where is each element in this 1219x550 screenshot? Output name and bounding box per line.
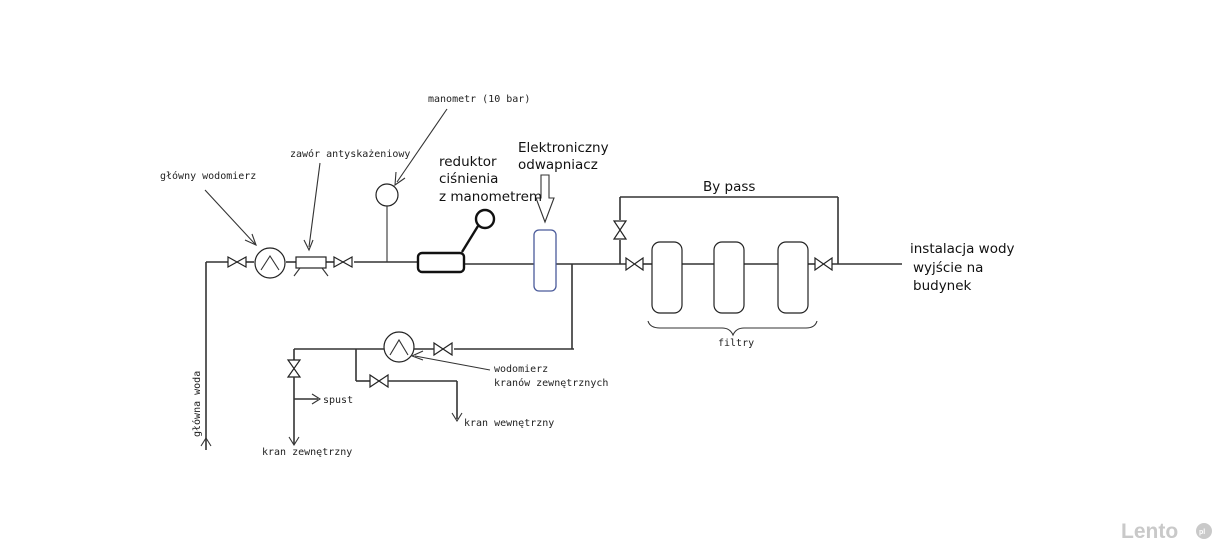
outdoor-tap-label: kran zewnętrzny [262, 447, 352, 458]
watermark-badge-icon [1196, 523, 1212, 539]
drain-label: spust [323, 395, 353, 406]
indoor-tap-arrow-icon [451, 412, 463, 423]
main-water-label: główna woda [191, 371, 203, 437]
indoor-tap-label: kran wewnętrzny [464, 418, 554, 429]
filter-inlet-valve-icon [625, 256, 644, 272]
anti-contamination-valve-icon [293, 255, 353, 277]
manometer-label: manometr (10 bar) [428, 94, 530, 105]
reducer-label-2: ciśnienia [439, 171, 498, 187]
branch-valve-icon [433, 341, 453, 357]
drain-arrow-icon [311, 393, 322, 405]
bypass-pipe [619, 196, 839, 264]
main-water-meter-icon [227, 247, 286, 279]
reducer-label-3: z manometrem [439, 189, 542, 205]
anti-contamination-label: zawór antyskażeniowy [290, 148, 410, 160]
water-softener-icon [533, 174, 557, 292]
outlet-label-2: wyjście na [913, 260, 983, 276]
filter-outlet-valve-icon [814, 256, 833, 272]
softener-label-2: odwapniacz [518, 157, 598, 173]
bypass-valve-icon [612, 220, 628, 240]
watermark-badge: pl [1199, 529, 1205, 536]
annotation-leaders [204, 108, 491, 371]
indoor-tap-valve-icon [369, 373, 389, 389]
pressure-reducer-icon [416, 208, 496, 274]
filters-label: filtry [718, 338, 754, 349]
outdoor-tap-arrow-icon [288, 436, 300, 447]
outlet-label-3: budynek [913, 278, 972, 294]
outdoor-tap-valve-icon [286, 359, 302, 378]
softener-label-1: Elektroniczny [518, 140, 609, 156]
filters-brace [647, 320, 818, 337]
lento-watermark: Lento pl [1121, 520, 1212, 543]
inlet-arrow-icon [200, 436, 212, 447]
reducer-label-1: reduktor [439, 154, 497, 170]
filter-cartridge-icon [651, 241, 809, 314]
pressure-gauge-icon [375, 183, 399, 262]
outdoor-meter-label-1: wodomierz [494, 364, 548, 375]
outlet-label-1: instalacja wody [910, 241, 1015, 257]
outdoor-meter-label-2: kranów zewnętrznych [494, 377, 608, 389]
main-pipe [205, 261, 902, 450]
bypass-label: By pass [703, 179, 755, 195]
main-meter-label: główny wodomierz [160, 170, 256, 182]
watermark-text: Lento [1121, 520, 1178, 543]
outdoor-taps-meter-icon [383, 331, 415, 363]
